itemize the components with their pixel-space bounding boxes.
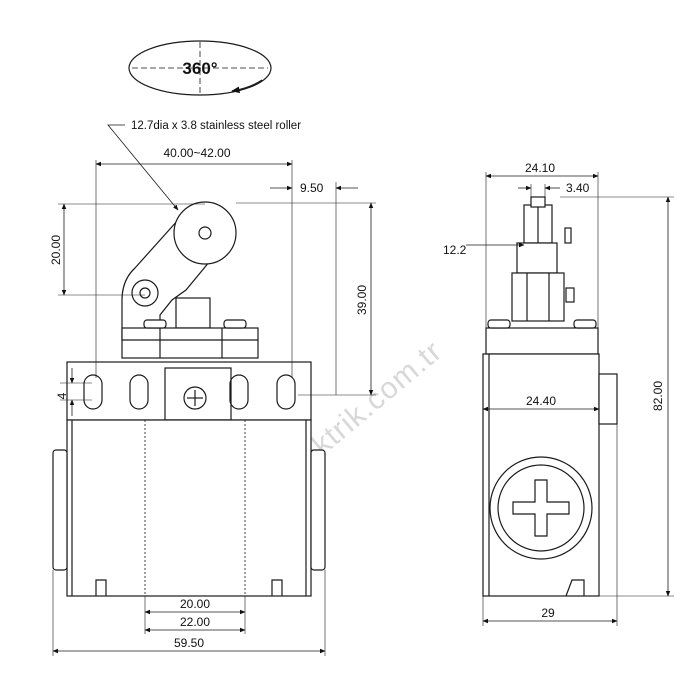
- dim-lever-range: 40.00~42.00: [163, 146, 230, 160]
- slot-3: [229, 374, 249, 410]
- side-knob-cross: [512, 479, 570, 537]
- slot-4: [276, 374, 296, 410]
- lever-pivot: [131, 279, 159, 307]
- rotation-label: 360°: [182, 59, 217, 78]
- side-dimensions: 24.10 3.40 12.2 24.40 82.00 29: [443, 161, 674, 626]
- head-screw-right: [223, 319, 247, 329]
- dim-side-base-width: 29: [541, 606, 555, 620]
- dim-side-roller-drop: 12.2: [443, 243, 467, 257]
- dim-roller-offset: 9.50: [300, 181, 324, 195]
- side-head-base: [485, 327, 599, 355]
- side-lever-body: [511, 272, 565, 322]
- head-screw-left: [143, 319, 167, 329]
- side-clip: [598, 373, 618, 425]
- boss-left: [52, 449, 68, 571]
- dim-lever-height: 20.00: [49, 235, 63, 265]
- front-view: [52, 201, 326, 597]
- boss-right: [310, 449, 326, 571]
- side-knob-inner: [497, 464, 585, 552]
- rotation-symbol: 360°: [128, 40, 272, 96]
- roller: [173, 201, 237, 265]
- side-view: [482, 196, 618, 597]
- dim-slot: 4: [55, 392, 69, 399]
- front-dimensions: 40.00~42.00 9.50 20.00 39.00 4 20.00 22.…: [49, 146, 376, 656]
- dim-overall-width: 59.50: [174, 636, 204, 650]
- dim-side-body-width: 24.40: [526, 394, 556, 408]
- plunger: [175, 297, 211, 329]
- roller-note-text: 12.7dia x 3.8 stainless steel roller: [131, 120, 301, 132]
- dim-bottom-outer: 22.00: [180, 615, 210, 629]
- switch-body: [66, 419, 312, 597]
- head-base: [121, 327, 259, 359]
- slot-2: [129, 374, 149, 410]
- side-stem: [516, 242, 558, 274]
- dim-side-total-height: 82.00: [651, 381, 665, 411]
- dim-side-roller-width: 3.40: [566, 181, 590, 195]
- dim-total-height: 39.00: [355, 285, 369, 315]
- slot-1: [83, 374, 103, 410]
- dim-bottom-inner: 20.00: [180, 597, 210, 611]
- roller-note: 12.7dia x 3.8 stainless steel roller: [107, 120, 301, 211]
- dim-side-top-width: 24.10: [525, 161, 555, 175]
- roller-hub: [198, 226, 212, 240]
